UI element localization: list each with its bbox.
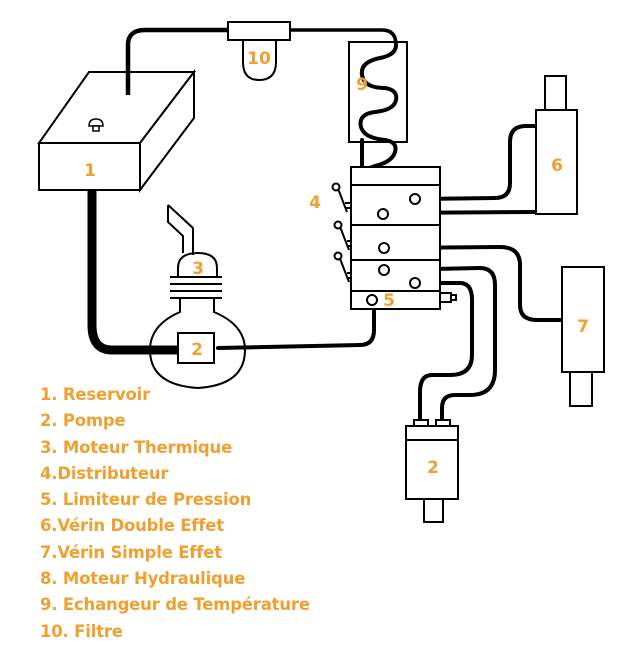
heat-exchanger (348, 41, 408, 143)
single-acting-cylinder (561, 266, 605, 407)
pipe-distributor-to-cylinder6-a (418, 124, 538, 201)
pressure-limiter-number: 5 (383, 291, 395, 311)
pipe-reservoir-to-pump (87, 185, 183, 355)
heat-exchanger-number: 9 (356, 75, 368, 95)
filter-number: 10 (247, 49, 271, 69)
hydraulic-motor-number: 2 (427, 458, 439, 478)
single-acting-cylinder-number: 7 (577, 317, 589, 337)
pipe-distributor-to-motor-b (412, 281, 474, 422)
legend-item: 3. Moteur Thermique (40, 437, 233, 457)
thermal-motor-number: 3 (192, 259, 204, 279)
legend: 1. Reservoir 2. Pompe 3. Moteur Thermiqu… (40, 382, 310, 645)
legend-item: 9. Echangeur de Température (40, 595, 310, 615)
pipe-distributor-to-motor-a (384, 266, 497, 422)
distributor (350, 166, 457, 310)
hydraulic-motor (405, 419, 459, 523)
legend-item: 5. Limiteur de Pression (40, 490, 252, 510)
pipe-pump-to-limiter (216, 301, 376, 350)
distributor-ports (366, 193, 421, 306)
distributor-number: 4 (309, 193, 321, 213)
pump-number: 2 (191, 340, 203, 360)
reservoir (37, 69, 197, 193)
legend-item: 1. Reservoir (40, 385, 151, 404)
pump (177, 332, 215, 364)
double-acting-cylinder-number: 6 (551, 156, 563, 176)
reservoir-cap-icon (88, 118, 104, 132)
legend-item: 8. Moteur Hydraulique (40, 569, 246, 589)
double-acting-cylinder (535, 75, 578, 215)
exchanger-coil (358, 43, 399, 182)
pipe-reservoir-to-filter (125, 27, 231, 98)
distributor-levers (331, 182, 351, 283)
thermal-motor (148, 204, 247, 390)
legend-item: 7.Vérin Simple Effet (40, 542, 222, 562)
filter (227, 21, 291, 82)
legend-item: 6.Vérin Double Effet (40, 516, 224, 536)
legend-item: 10. Filtre (40, 621, 123, 641)
reservoir-number: 1 (84, 161, 96, 181)
pipe-distributor-to-cylinder7 (384, 245, 564, 322)
legend-item: 4.Distributeur (40, 463, 169, 483)
legend-item: 2. Pompe (40, 411, 126, 431)
